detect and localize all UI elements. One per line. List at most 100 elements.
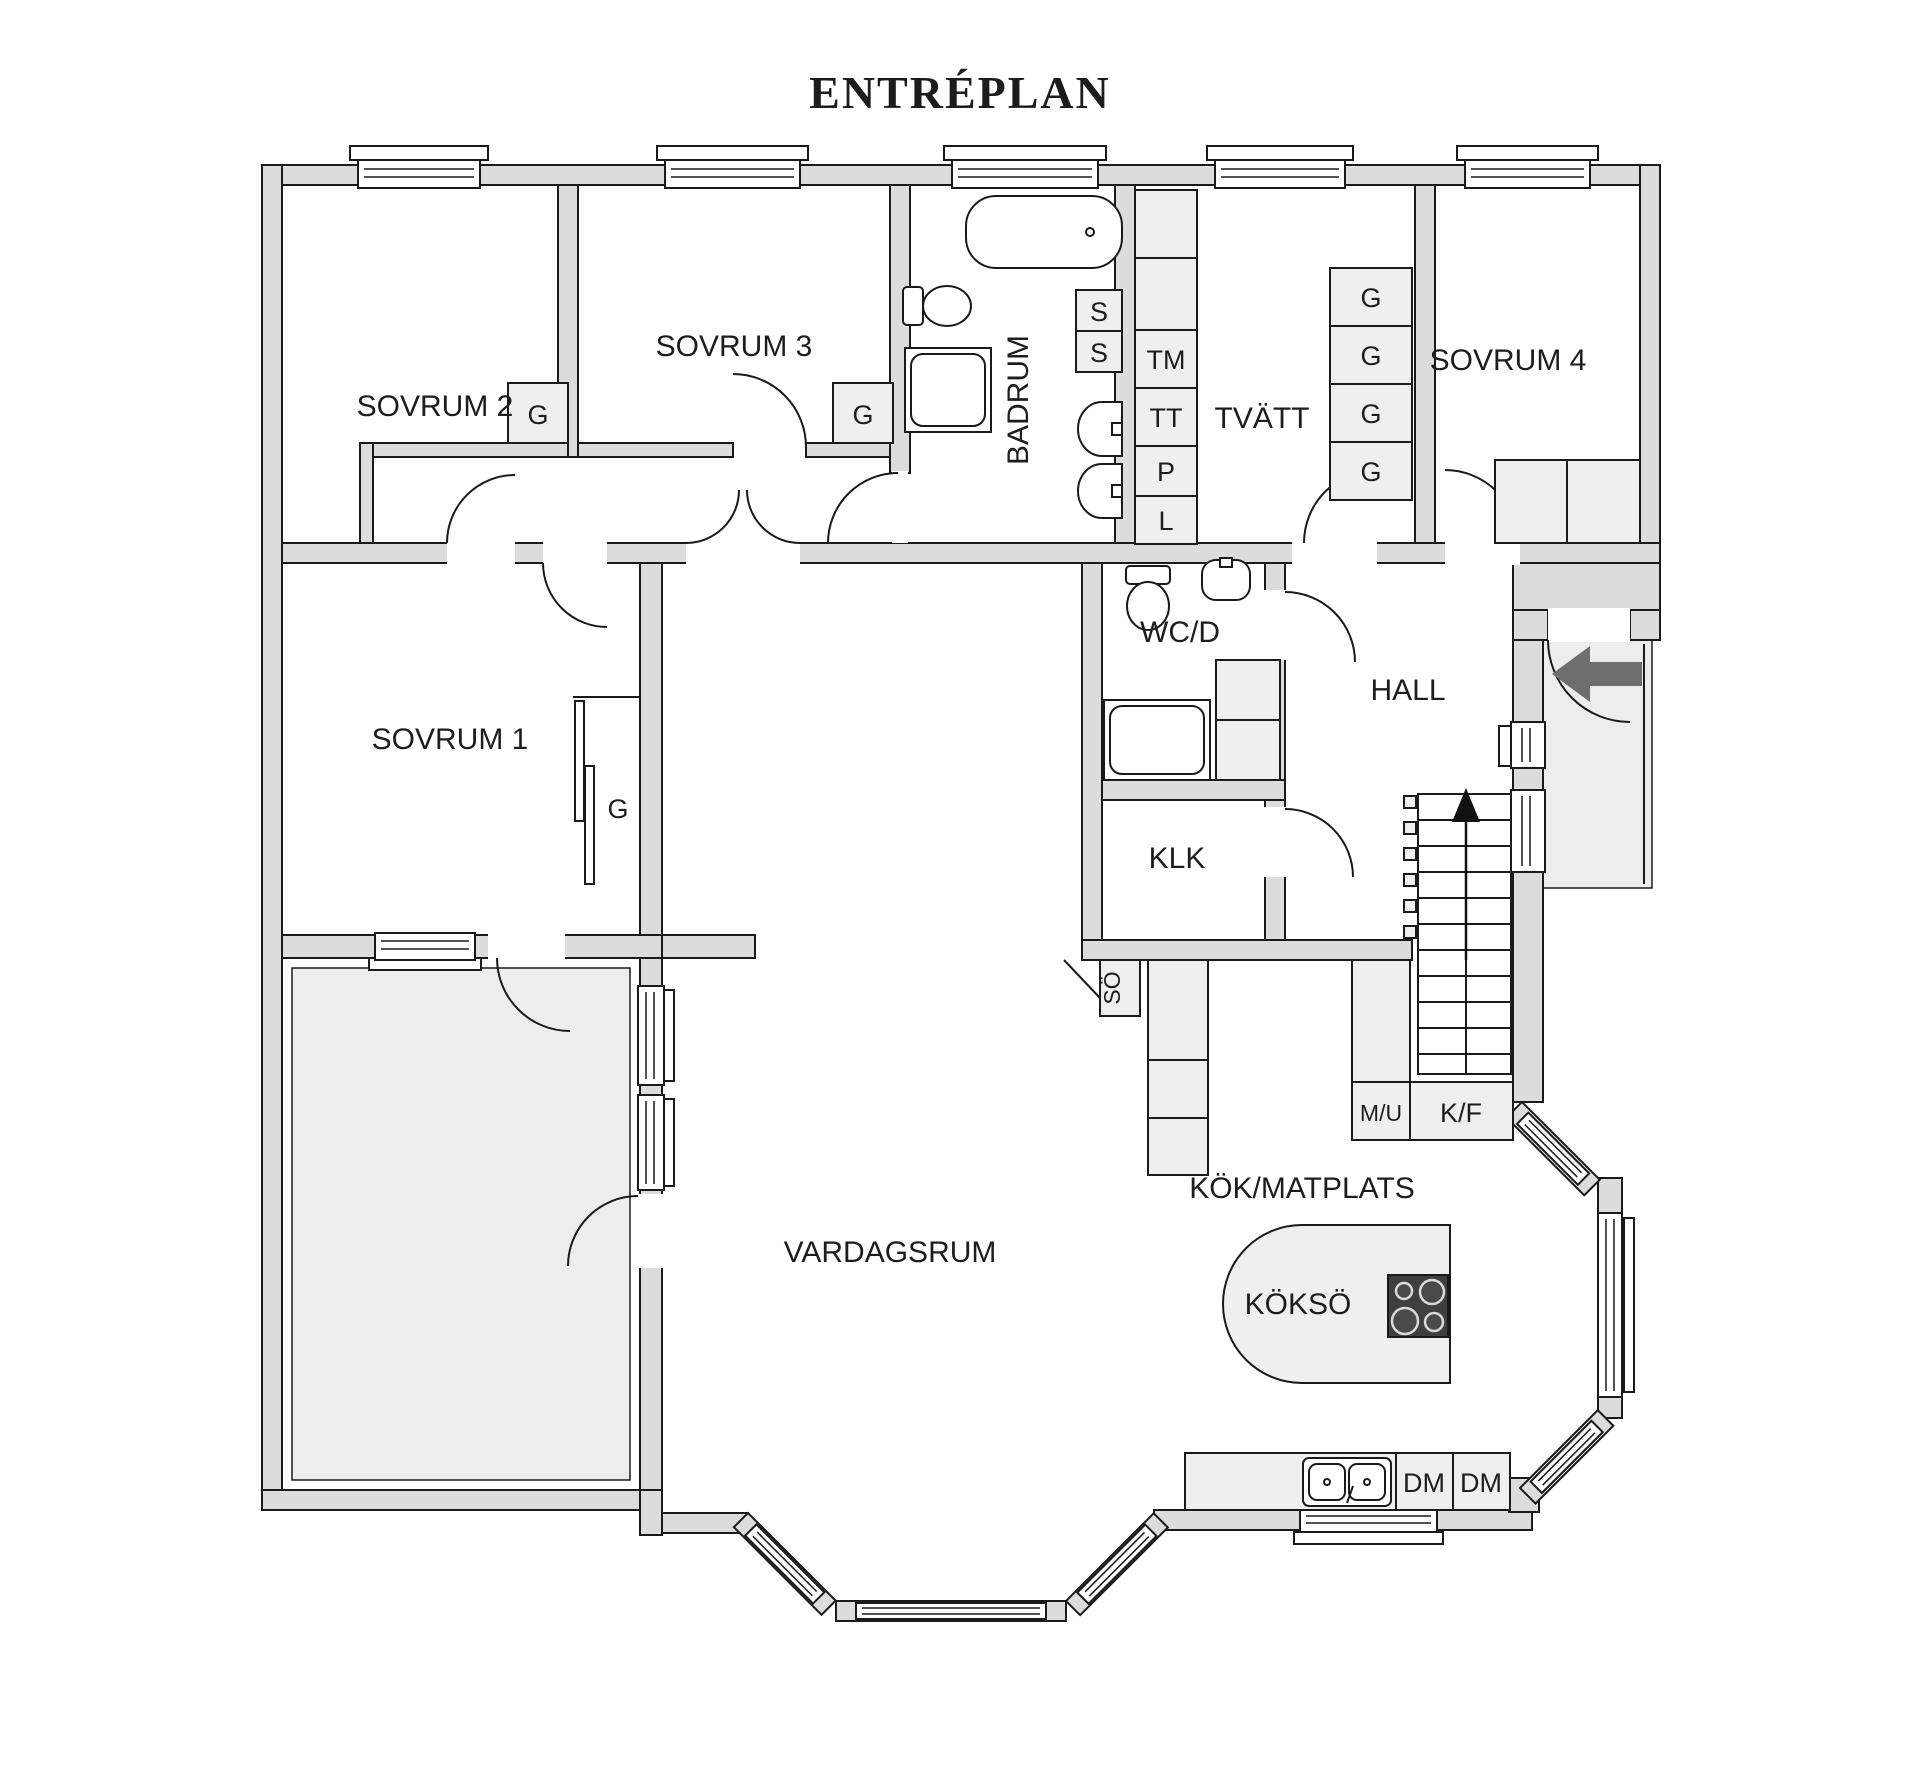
bathtub [965, 195, 1123, 269]
wall-sovrum2-bottom [372, 442, 569, 458]
label-wardrobe-g-sovrum1: G [607, 794, 628, 824]
l-box [1134, 495, 1198, 545]
label-wc-d: WC/D [1140, 616, 1220, 649]
door-unlabeled-room-right [567, 1195, 639, 1267]
toilet-bowl-badrum [922, 285, 972, 327]
closet-slider-2 [584, 765, 595, 885]
tumble-dryer-box [1134, 387, 1198, 447]
kitchen-tall-cabinet-1 [1147, 959, 1209, 1061]
stair-up-arrow [1452, 788, 1480, 960]
sink-badrum-2 [1077, 463, 1123, 519]
label-wardrobe-g-tvatt-4: G [1360, 457, 1381, 487]
room-area-vardagsrum [662, 563, 1082, 1513]
door-sovrum2 [446, 474, 516, 544]
door-badrum [827, 472, 899, 544]
windows [349, 145, 1635, 1620]
sovrum4-furniture-2 [1566, 459, 1641, 544]
label-sovrum-1: SOVRUM 1 [372, 723, 529, 756]
kitchen-tall-cabinet-3 [1147, 1117, 1209, 1176]
cabinets [507, 189, 1641, 1511]
double-door-left [685, 489, 740, 544]
sink-tap-1 [1111, 422, 1123, 436]
wall-entry-jamb-right [1629, 609, 1661, 641]
wcd-cabinet-2 [1215, 719, 1281, 781]
sink-badrum-1 [1077, 401, 1123, 457]
kitchen-sink-tap [1346, 1485, 1354, 1504]
label-linne-l: L [1158, 506, 1173, 536]
window-bay-right [1075, 1523, 1158, 1606]
window-kitchen-bay [1597, 1212, 1635, 1398]
window-interior-2 [637, 1094, 675, 1191]
label-fridge-freezer: K/F [1440, 1098, 1482, 1128]
label-wardrobe-g-tvatt-1: G [1360, 283, 1381, 313]
label-wardrobe-g-tvatt-3: G [1360, 399, 1381, 429]
window-kitchen-bottom [1293, 1507, 1444, 1545]
micro-oven-box [1351, 1081, 1411, 1141]
label-wardrobe-g-tvatt-2: G [1360, 341, 1381, 371]
understair-storage [1351, 959, 1411, 1083]
window-sovrum1 [368, 932, 482, 971]
shower-badrum-tray [910, 353, 986, 427]
label-sovrum-3: SOVRUM 3 [656, 330, 813, 363]
stair-treads [1418, 794, 1511, 1074]
wall-bay-step [639, 1489, 663, 1536]
label-washing-machine: TM [1147, 345, 1186, 375]
shower-wcd-tray [1109, 705, 1205, 775]
window-sovrum4 [1456, 145, 1599, 189]
so-box [1099, 959, 1141, 1017]
window-hall-small [1498, 721, 1546, 769]
label-wardrobe-g-sovrum3: G [852, 400, 873, 430]
wall-wcd-left [1081, 562, 1103, 941]
door-wcd [1284, 591, 1356, 663]
label-tvatt: TVÄTT [1215, 402, 1310, 435]
label-badrum: BADRUM [1002, 335, 1035, 465]
wardrobe-box-sovrum2 [507, 382, 569, 444]
toilet-tank-badrum [902, 286, 924, 326]
wall-vardagsrum-bottom-left [661, 1512, 749, 1534]
cabinet-box-2 [1134, 257, 1198, 331]
unlabeled-room-floor [291, 967, 631, 1481]
staircase [1403, 788, 1512, 1075]
label-micro-oven: M/U [1360, 1100, 1402, 1126]
label-kokso: KÖKSÖ [1245, 1288, 1352, 1321]
label-vardagsrum: VARDAGSRUM [784, 1236, 997, 1269]
kitchen-island [1221, 1224, 1451, 1384]
burner-2 [1418, 1278, 1446, 1306]
door-klk [1284, 808, 1354, 878]
label-dishwasher-1: DM [1403, 1468, 1445, 1498]
window-badrum [943, 145, 1107, 189]
g-box-tvatt-4 [1329, 441, 1413, 501]
kitchen-tall-cabinet-2 [1147, 1059, 1209, 1119]
burner-4 [1423, 1311, 1445, 1333]
label-sovrum-4: SOVRUM 4 [1430, 344, 1587, 377]
wall-entry-jamb-left [1512, 609, 1549, 641]
label-cabinet-s-1: S [1090, 297, 1108, 327]
door-sovrum3 [732, 373, 807, 448]
kitchen-corner-chamfer [1063, 959, 1101, 999]
door-sovrum1 [542, 562, 608, 628]
wall-openings [447, 471, 1630, 1268]
label-dishwasher-2: DM [1460, 1468, 1502, 1498]
label-kok-matplats: KÖK/MATPLATS [1189, 1172, 1415, 1205]
wall-hall-kitchen [1081, 939, 1413, 961]
wall-wcd-klk [1101, 779, 1286, 801]
plan-title: ENTRÉPLAN [809, 67, 1111, 118]
kitchen-sink-dot-2 [1363, 1478, 1371, 1486]
wall-sovrum1-right [639, 562, 663, 936]
window-bay-left [743, 1522, 826, 1605]
window-tvatt [1206, 145, 1354, 189]
label-sovrum-2: SOVRUM 2 [357, 390, 514, 423]
door-entrance [1547, 639, 1631, 723]
p-box [1134, 445, 1198, 497]
burner-1 [1394, 1281, 1414, 1301]
wall-unlabeled-room-bottom [261, 1489, 661, 1511]
label-klk: KLK [1149, 842, 1206, 875]
fixtures [573, 195, 1449, 1507]
label-wardrobe-g-sovrum2: G [527, 400, 548, 430]
window-sovrum2 [349, 145, 489, 189]
window-sovrum3 [656, 145, 809, 189]
entrance-arrow-icon [1552, 646, 1642, 702]
cabinet-box-1 [1134, 189, 1198, 259]
